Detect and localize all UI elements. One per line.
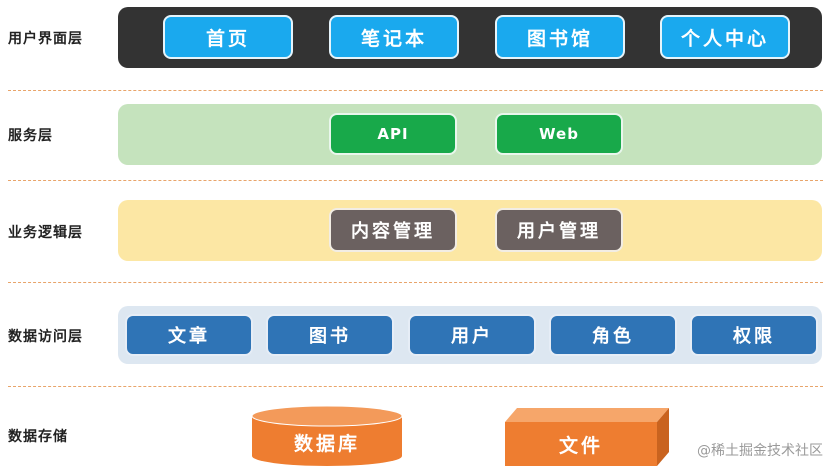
ui-item-profile: 个人中心: [660, 15, 790, 59]
data-item-role: 角色: [549, 314, 677, 356]
ui-item-library: 图书馆: [495, 15, 625, 59]
data-item-article: 文章: [125, 314, 253, 356]
business-item-user-management: 用户管理: [495, 208, 623, 252]
business-item-content-management: 内容管理: [329, 208, 457, 252]
watermark: @稀土掘金技术社区: [697, 443, 823, 459]
file-box-icon: [505, 408, 669, 466]
ui-item-notebook: 笔记本: [329, 15, 459, 59]
layer-divider: [8, 90, 823, 91]
storage-item-database: 数据库: [293, 432, 360, 455]
service-layer-band: [118, 104, 822, 165]
service-item-api: API: [329, 113, 457, 155]
business-layer-band: [118, 200, 822, 261]
layer-divider: [8, 282, 823, 283]
layer-label-storage: 数据存储: [8, 429, 68, 445]
layer-label-business: 业务逻辑层: [8, 225, 83, 241]
layer-label-service: 服务层: [8, 128, 53, 144]
data-item-user: 用户: [408, 314, 536, 356]
layer-divider: [8, 180, 823, 181]
ui-item-home: 首页: [163, 15, 293, 59]
data-item-permission: 权限: [690, 314, 818, 356]
layer-label-data-access: 数据访问层: [8, 329, 83, 345]
storage-item-file: 文件: [558, 434, 603, 457]
layer-label-ui: 用户界面层: [8, 31, 83, 47]
database-cylinder-icon: [251, 405, 403, 466]
layer-divider: [8, 386, 823, 387]
data-item-book: 图书: [266, 314, 394, 356]
service-item-web: Web: [495, 113, 623, 155]
